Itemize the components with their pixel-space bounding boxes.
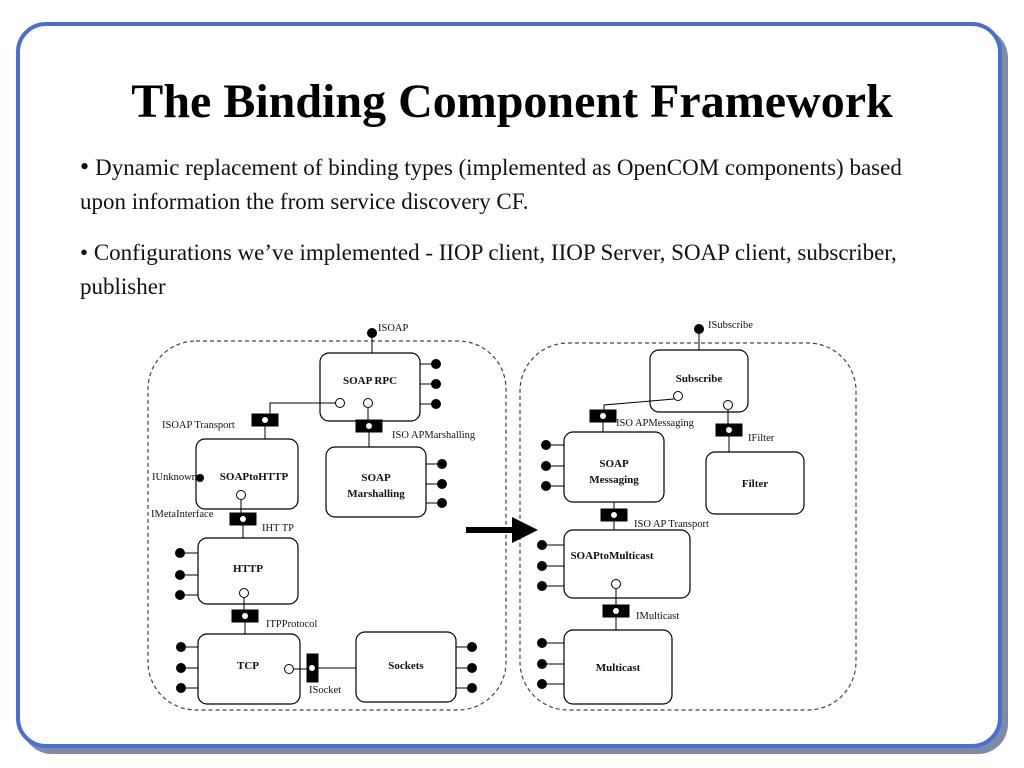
- component-multicast: Multicast: [563, 629, 673, 705]
- slide-frame: [16, 22, 1002, 748]
- bullet-mark: •: [80, 240, 89, 265]
- binding-soaprpc-soaptohttp: [251, 398, 345, 439]
- interface-label-imulticast: IMulticast: [636, 611, 679, 622]
- slide-title: The Binding Component Framework: [131, 75, 893, 128]
- component-filter: Filter: [705, 451, 805, 515]
- component-soap-to-http: SOAPtoHTTP: [195, 438, 299, 510]
- interface-label-ihttp: IHT TP: [262, 523, 294, 534]
- receptacle-stubs-right: [547, 444, 564, 685]
- receptacle-dots-right: [537, 440, 551, 689]
- component-subscribe: Subscribe: [649, 349, 749, 413]
- binding-tcp-sockets: [284, 653, 356, 683]
- interface-label-isoap-transport: ISOAP Transport: [162, 420, 235, 431]
- interface-label-itpprotocol: ITPProtocol: [266, 619, 317, 630]
- component-label: Multicast: [596, 662, 641, 674]
- interface-label: ISubscribe: [708, 320, 753, 331]
- component-http: HTTP: [197, 537, 299, 605]
- receptacle-stubs-left: [185, 363, 467, 689]
- interface-iunknown: IUnknown: [152, 472, 204, 483]
- component-label: SOAPtoHTTP: [220, 471, 289, 483]
- binding-soaprpc-marshalling: [355, 398, 383, 447]
- component-label: SOAPtoMulticast: [570, 550, 653, 562]
- component-label: Sockets: [388, 660, 424, 672]
- component-soap-marshalling: SOAP Marshalling: [325, 446, 427, 518]
- binding-messaging-soaptomulticast: [600, 502, 628, 530]
- interface-isoap: ISOAP: [367, 323, 409, 353]
- bullet-mark: •: [80, 152, 90, 181]
- component-label: Subscribe: [676, 373, 723, 385]
- binding-subscribe-filter: [715, 400, 743, 452]
- component-label: Marshalling: [347, 488, 405, 500]
- interface-label: ISOAP: [378, 323, 409, 334]
- interface-label-ifilter: IFilter: [748, 433, 775, 444]
- component-sockets: Sockets: [355, 631, 457, 703]
- interface-label-isocket: ISocket: [309, 685, 341, 696]
- interface-label-isoap-transport-right: ISO AP Transport: [634, 519, 709, 530]
- component-label: TCP: [237, 660, 259, 672]
- component-soap-rpc: SOAP RPC: [319, 352, 421, 422]
- binding-soaptomulticast-multicast: [602, 579, 630, 630]
- component-soap-messaging: SOAP Messaging: [563, 431, 665, 503]
- interface-label: IUnknown: [152, 472, 198, 483]
- component-label: SOAP: [361, 472, 391, 484]
- binding-http-tcp: [231, 588, 259, 634]
- bullet-text: Dynamic replacement of binding types (im…: [80, 155, 902, 214]
- component-label: SOAP RPC: [343, 375, 397, 387]
- component-soap-to-multicast: SOAPtoMulticast: [563, 529, 691, 599]
- bullet-dynamic-replacement: •Dynamic replacement of binding types (i…: [80, 150, 920, 219]
- component-label: SOAP: [599, 458, 629, 470]
- component-label: Messaging: [589, 474, 639, 486]
- interface-label-isoap-messaging: ISO APMessaging: [616, 418, 695, 429]
- bullet-text: Configurations we’ve implemented - IIOP …: [80, 240, 897, 299]
- component-label: Filter: [742, 478, 768, 490]
- receptacle-dots-left: [175, 359, 477, 693]
- interface-label-imetainterface: IMetaInterface: [151, 509, 214, 520]
- component-label: HTTP: [233, 563, 263, 575]
- bullet-configurations: • Configurations we’ve implemented - IIO…: [80, 236, 920, 304]
- transition-arrow: [466, 517, 538, 543]
- interface-isubscribe: ISubscribe: [694, 320, 753, 350]
- binding-subscribe-messaging: [589, 391, 683, 432]
- right-framework-boundary: [519, 342, 857, 711]
- interface-label-isoap-marshalling: ISO APMarshalling: [392, 430, 476, 441]
- binding-soaptohttp-http: [229, 490, 257, 538]
